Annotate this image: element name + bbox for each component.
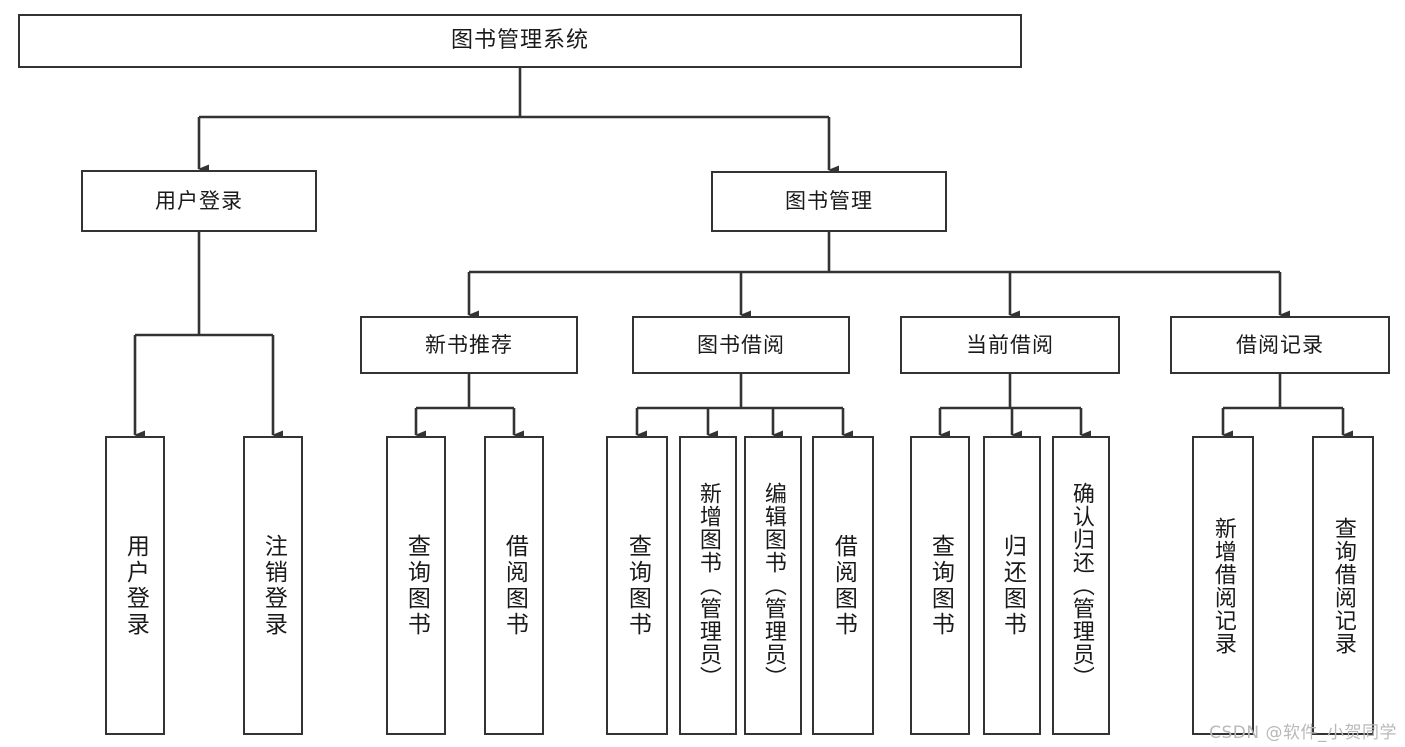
node-label: 注销登录 xyxy=(260,533,287,638)
node-label: 新增图书（管理员） xyxy=(695,482,721,689)
node-b-query[interactable]: 查询图书 xyxy=(606,436,668,735)
node-label: 图书管理系统 xyxy=(450,28,589,54)
node-current[interactable]: 当前借阅 xyxy=(900,316,1120,374)
node-r-add[interactable]: 新增借阅记录 xyxy=(1192,436,1254,735)
node-bookmgmt[interactable]: 图书管理 xyxy=(711,171,947,232)
node-c-return[interactable]: 归还图书 xyxy=(983,436,1041,735)
node-l-login[interactable]: 用户登录 xyxy=(105,436,165,735)
node-label: 归还图书 xyxy=(999,533,1026,638)
watermark-text: CSDN @软件_小贺同学 xyxy=(1209,723,1397,743)
node-c-confirm[interactable]: 确认归还（管理员） xyxy=(1052,436,1110,735)
node-label: 查询图书 xyxy=(927,533,954,638)
node-label: 当前借阅 xyxy=(966,332,1054,357)
node-c-query[interactable]: 查询图书 xyxy=(910,436,970,735)
node-root[interactable]: 图书管理系统 xyxy=(18,14,1022,68)
node-label: 新增借阅记录 xyxy=(1210,516,1236,655)
node-b-add[interactable]: 新增图书（管理员） xyxy=(679,436,737,735)
node-label: 查询图书 xyxy=(624,533,651,638)
node-label: 借阅记录 xyxy=(1236,332,1324,357)
node-label: 借阅图书 xyxy=(501,533,528,638)
node-label: 图书管理 xyxy=(785,189,873,214)
node-n-borrow[interactable]: 借阅图书 xyxy=(484,436,544,735)
node-label: 用户登录 xyxy=(155,188,243,213)
node-label: 编辑图书（管理员） xyxy=(760,482,786,689)
node-l-logout[interactable]: 注销登录 xyxy=(243,436,303,735)
node-label: 确认归还（管理员） xyxy=(1068,482,1094,689)
node-login[interactable]: 用户登录 xyxy=(81,170,317,232)
node-n-query[interactable]: 查询图书 xyxy=(386,436,446,735)
node-r-query[interactable]: 查询借阅记录 xyxy=(1312,436,1374,735)
node-label: 查询借阅记录 xyxy=(1330,516,1356,655)
node-borrow[interactable]: 图书借阅 xyxy=(632,316,850,374)
node-records[interactable]: 借阅记录 xyxy=(1170,316,1390,374)
node-b-edit[interactable]: 编辑图书（管理员） xyxy=(744,436,802,735)
node-label: 用户登录 xyxy=(122,533,149,638)
node-label: 借阅图书 xyxy=(830,533,857,638)
node-b-lend[interactable]: 借阅图书 xyxy=(812,436,874,735)
node-label: 图书借阅 xyxy=(697,332,785,357)
node-label: 新书推荐 xyxy=(425,332,513,357)
node-newbook[interactable]: 新书推荐 xyxy=(360,316,578,374)
node-label: 查询图书 xyxy=(403,533,430,638)
